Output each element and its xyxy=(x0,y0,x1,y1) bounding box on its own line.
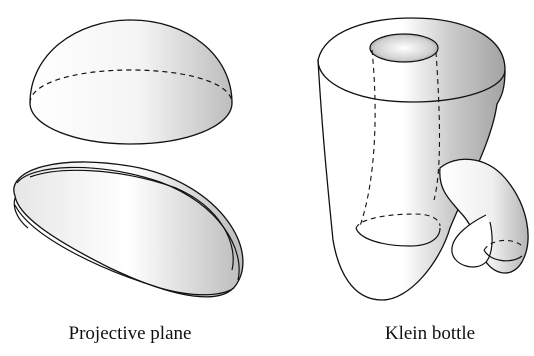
hemisphere xyxy=(30,20,232,144)
klein-neck-opening xyxy=(370,34,438,62)
klein-bottle xyxy=(318,18,528,300)
caption-projective-plane: Projective plane xyxy=(30,320,230,348)
caption-klein-bottle: Klein bottle xyxy=(330,320,530,348)
hemisphere-dome xyxy=(30,20,232,144)
klein-handle-inner-loop xyxy=(452,215,492,267)
mobius-band xyxy=(14,162,243,297)
